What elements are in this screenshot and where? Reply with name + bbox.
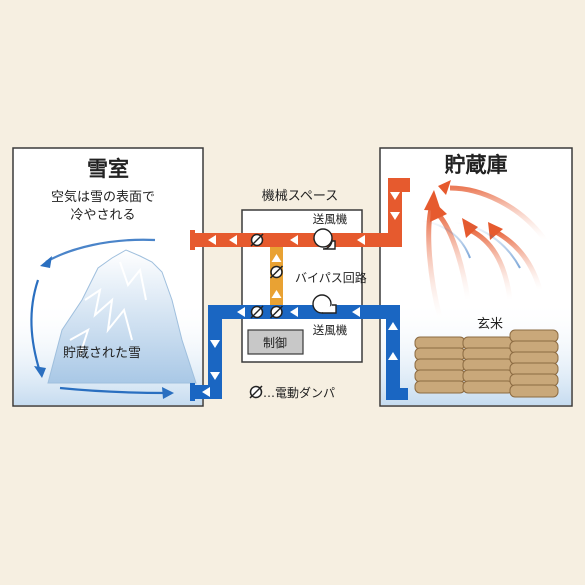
snow-pile-icon (47, 249, 197, 384)
warm-air-arrows (421, 180, 548, 319)
fan-bottom-label: 送風機 (313, 323, 348, 337)
control-label: 制御 (263, 335, 287, 350)
machine-space-title: 機械スペース (262, 189, 338, 204)
fan-icon (312, 294, 337, 314)
stored-snow-label: 貯蔵された雪 (63, 346, 141, 361)
storage-room: 貯蔵庫 玄米 (379, 147, 573, 407)
snow-room-title: 雪室 (87, 157, 129, 181)
damper-icon (249, 385, 263, 399)
warm-duct (190, 178, 410, 250)
fan-top-label: 送風機 (313, 212, 348, 226)
damper-legend: …電動ダンパ (249, 385, 335, 400)
damper-icon (250, 233, 264, 247)
damper-icon (269, 265, 284, 279)
airflow-arrow-left (30, 279, 42, 373)
snow-room-description-line1: 空気は雪の表面で (51, 189, 155, 205)
bypass-label: バイパス回路 (295, 270, 367, 285)
airflow-arrow-bottom (59, 386, 169, 395)
fan-icon (313, 228, 336, 250)
cold-duct (190, 305, 408, 401)
damper-icon (269, 305, 284, 319)
snow-room-description-line2: 冷やされる (70, 208, 135, 223)
control-box: 制御 (247, 329, 304, 355)
machine-space: 機械スペース 送風機 送風機 バイパス回路 制御 (241, 189, 367, 363)
rice-bag-icon (414, 329, 559, 398)
damper-icon (250, 305, 264, 319)
storage-title: 貯蔵庫 (445, 153, 508, 177)
rice-label: 玄米 (477, 317, 503, 332)
airflow-arrow-top (45, 238, 156, 263)
damper-legend-label: …電動ダンパ (263, 385, 335, 400)
snow-room: 雪室 空気は雪の表面で 冷やされる 貯蔵された雪 (12, 147, 204, 407)
